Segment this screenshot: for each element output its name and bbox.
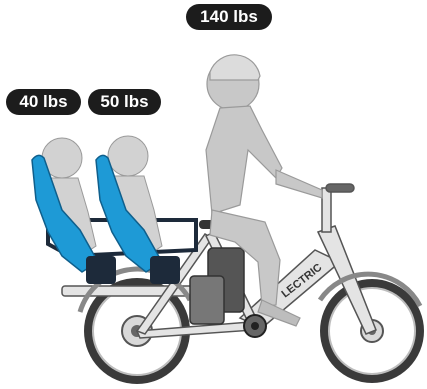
child-two-weight-badge: 50 lbs	[88, 89, 161, 115]
rider-weight-badge: 140 lbs	[186, 4, 272, 30]
crankset	[244, 315, 266, 337]
child-one-weight-badge: 40 lbs	[6, 89, 81, 115]
battery	[190, 248, 244, 324]
